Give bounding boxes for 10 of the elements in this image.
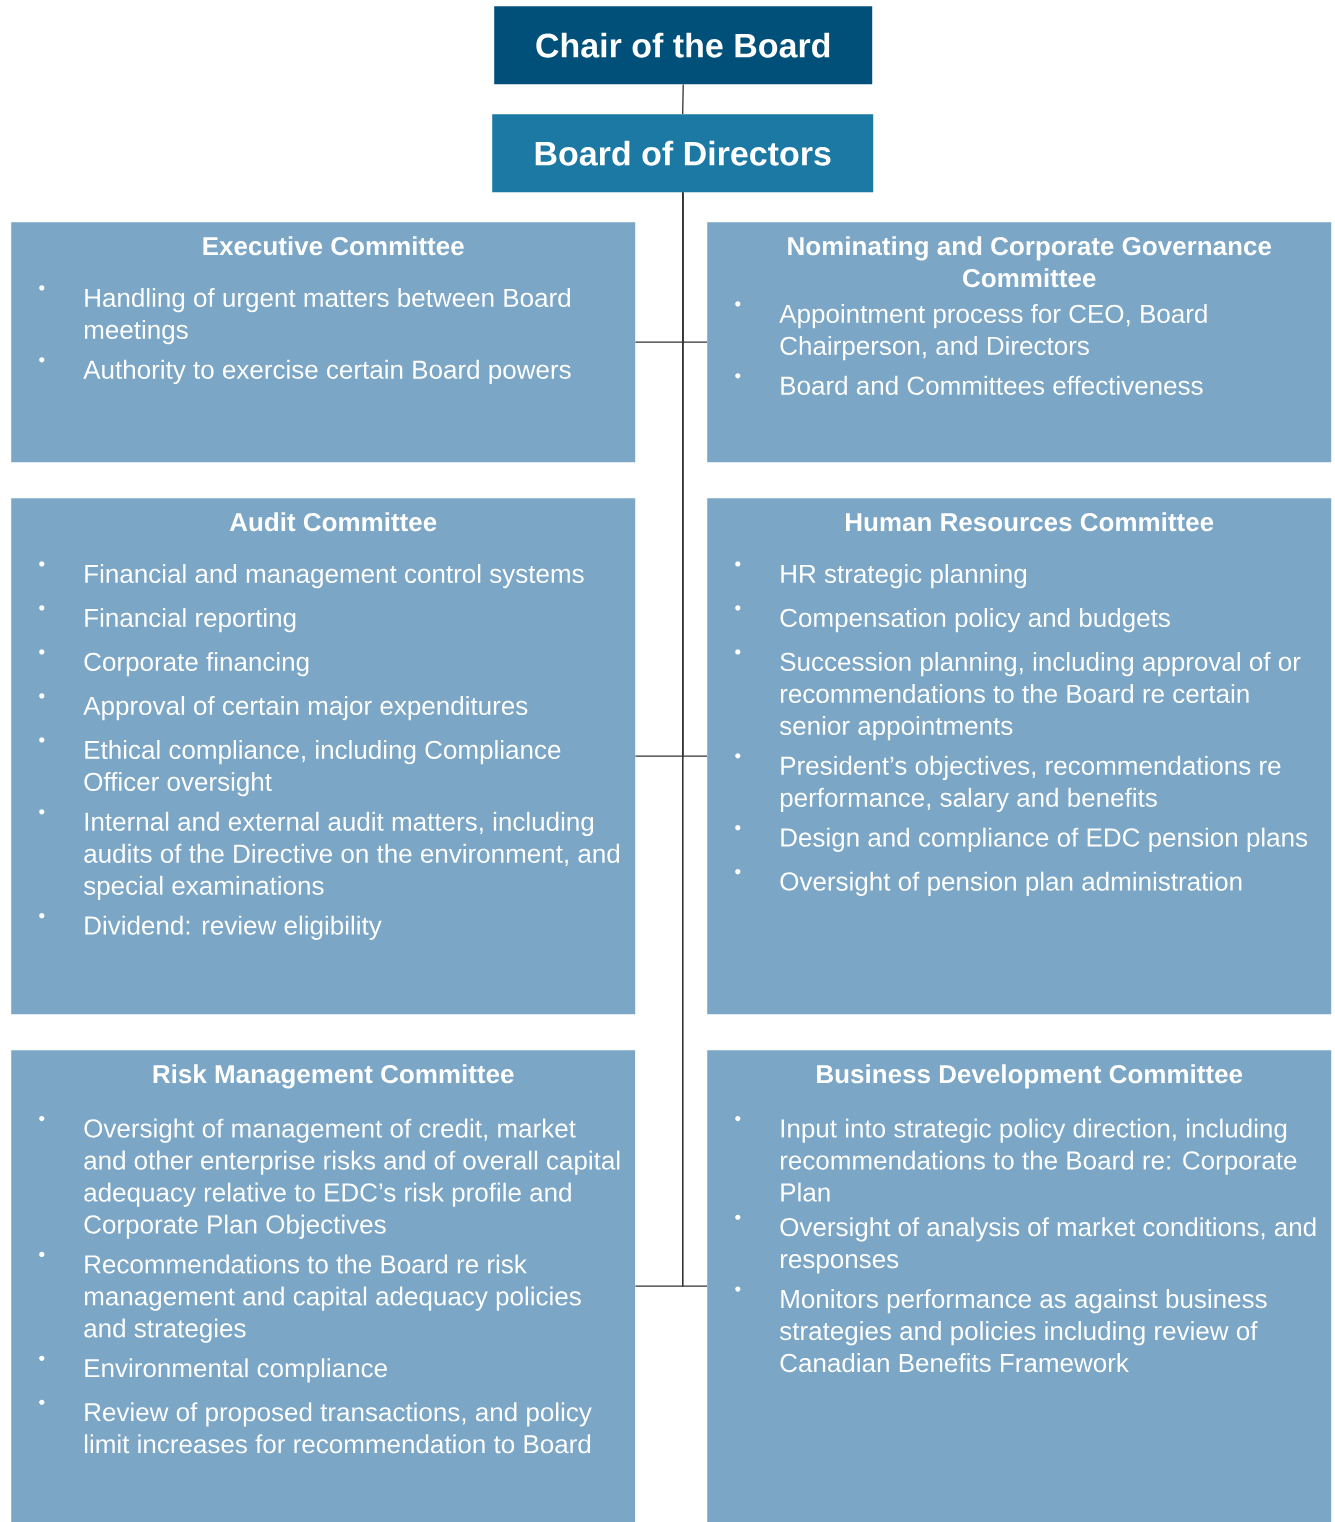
committee-box: Business Development Committee Input into strategic policy direction, including recommendations to the Board re: Corporate Plan Oversight of analysis of market conditions, and responses Monitors performance as against business strategies and policies including review of Canadian Benefits Framework (707, 1050, 1332, 1522)
connector-line (682, 83, 684, 115)
committee-box: Audit Committee Financial and management control systems Financial reporting Corporate financing Approval of certain major expenditures Ethical compliance, including Compliance Officer oversight Internal and external audit matters, including audits of the Directive on the environment, and special examinations Dividend: review eligibility (11, 498, 636, 1015)
committee-box: Human Resources Committee HR strategic planning Compensation policy and budgets Succession planning, including approval of or recommendations to the Board re certain senior appointments President’s objectives, recommendations re performance, salary and benefits Design and compliance of EDC pension plans Oversight of pension plan administration (707, 498, 1332, 1015)
committee-box: Nominating and Corporate Governance Committee Appointment process for CEO, Board Chairperson, and Directors Board and Committees effectiveness (707, 222, 1332, 463)
title-box: Chair of the Board (494, 6, 873, 85)
committee-box: Risk Management Committee Oversight of management of credit, market and other enterprise risks and of overall capital adequacy relative to EDC’s risk profile and Corporate Plan Objectives Recommendations to the Board re risk management and capital adequacy policies and strategies Environmental compliance Review of proposed transactions, and policy limit increases for recommendation to Board (11, 1050, 636, 1522)
connector-line (682, 191, 708, 1287)
committee-box: Executive Committee Handling of urgent matters between Board meetings Authority to exercise certain Board powers (11, 222, 636, 463)
title-box: Board of Directors (492, 114, 874, 193)
